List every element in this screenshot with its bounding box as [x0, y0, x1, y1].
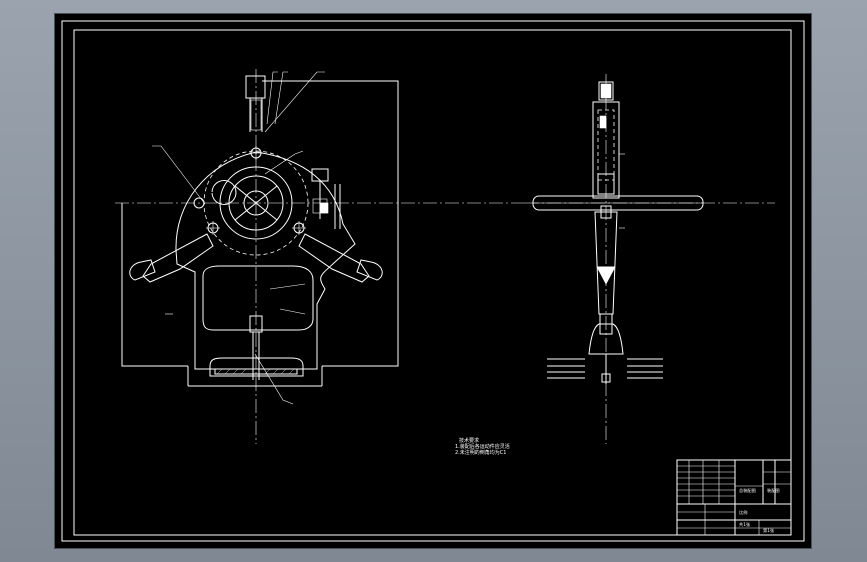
side-view	[525, 74, 775, 444]
right-arm	[298, 233, 370, 283]
leader-lines	[152, 71, 325, 405]
title-block-grid	[677, 460, 791, 535]
side-upper-body	[592, 101, 620, 199]
top-screw-head	[245, 75, 266, 99]
front-view	[115, 69, 525, 444]
hub-inner	[243, 190, 269, 216]
notes-line-2: 2.未注明的倒角均为C1	[455, 449, 506, 456]
technical-notes: 技术要求 1.装配后各运动件应灵活 2.未注明的倒角均为C1	[455, 437, 510, 456]
frame-outline-right	[262, 80, 399, 367]
title-cell-d: 第1张	[763, 527, 775, 534]
hub-mid	[228, 175, 284, 231]
main-body	[175, 151, 356, 370]
base-hatch	[216, 368, 295, 375]
title-cell-c: 共1张	[739, 521, 751, 528]
side-feet	[547, 358, 663, 379]
side-column	[594, 211, 618, 315]
right-handle	[356, 259, 383, 281]
notes-line-1: 1.装配后各运动件应灵活	[455, 443, 510, 450]
left-arm	[142, 233, 214, 283]
drawing-canvas: 技术要求 1.装配后各运动件应灵活 2.未注明的倒角均为C1	[61, 20, 805, 542]
outer-border	[61, 20, 805, 542]
inner-window	[202, 265, 314, 331]
title-name: 总装配图	[739, 487, 756, 494]
frame-outline	[121, 203, 188, 367]
side-base	[588, 323, 624, 355]
hub-outer	[219, 166, 293, 240]
title-block: 总装配图 装配图 比例 共1张 第1张	[676, 459, 792, 536]
drawing-sheet: 技术要求 1.装配后各运动件应灵活 2.未注明的倒角均为C1	[55, 14, 811, 548]
title-cell-a: 装配图	[767, 487, 780, 494]
inner-border	[73, 29, 792, 536]
base-plate	[209, 357, 304, 377]
bottom-screw	[249, 315, 263, 333]
notes-heading: 技术要求	[459, 437, 479, 444]
title-cell-b: 比例	[739, 509, 747, 516]
left-handle	[129, 259, 156, 281]
